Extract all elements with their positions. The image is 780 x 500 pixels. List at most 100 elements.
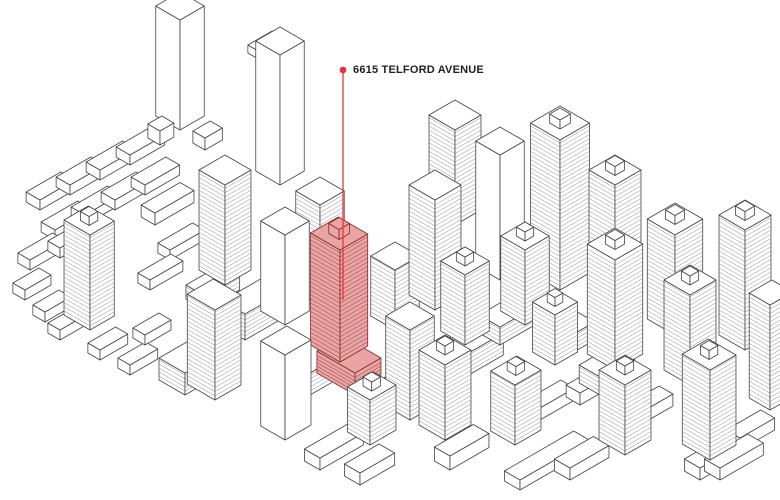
floor-line [514, 408, 542, 425]
floor-line [559, 256, 590, 274]
building-roof [748, 279, 780, 306]
floor-line [409, 338, 435, 353]
floor-line [718, 301, 746, 317]
floor-line [408, 194, 436, 210]
floor-line [532, 326, 556, 340]
floor-line [347, 427, 371, 441]
floor-line [214, 309, 242, 325]
floor-line [530, 201, 561, 219]
floor-line [718, 280, 746, 296]
building-roof [435, 335, 455, 347]
plain-tower [155, 0, 205, 131]
floor-line [559, 260, 590, 278]
floor-line [769, 361, 780, 369]
floor-line [689, 281, 717, 297]
floor-line [385, 359, 411, 374]
floor-line [624, 397, 652, 414]
floor-line [224, 223, 252, 239]
floor-line [614, 286, 643, 303]
floor-line [158, 363, 186, 380]
building-right-face [284, 220, 310, 326]
floor-line [63, 251, 91, 268]
low-rise-block [12, 267, 52, 301]
floor-line [530, 209, 561, 228]
floor-line [647, 222, 676, 239]
floor-line [370, 261, 396, 276]
floor-line [89, 286, 115, 301]
floor-line [709, 436, 737, 452]
floor-line [559, 125, 590, 144]
floor-line [744, 250, 772, 267]
rooftop-mechanical [665, 204, 685, 225]
floor-line [663, 332, 691, 348]
floor-line [689, 319, 717, 335]
floor-line [709, 360, 737, 377]
floor-line [647, 230, 676, 247]
floor-line [464, 263, 490, 278]
floor-line [310, 315, 341, 333]
floor-line [339, 240, 368, 258]
building-roof [137, 253, 184, 281]
floor-line [769, 357, 780, 364]
floor-line [89, 223, 115, 238]
floor-line [500, 256, 526, 271]
floor-line [214, 330, 242, 346]
floor-line [674, 243, 703, 260]
floor-line [385, 376, 411, 391]
residential-tower [440, 246, 490, 346]
floor-line [310, 328, 341, 346]
floor-line [63, 247, 91, 263]
floor-line [440, 263, 466, 278]
floor-line [598, 393, 626, 409]
floor-line [718, 255, 746, 271]
floor-line [559, 230, 590, 249]
floor-line [440, 280, 466, 295]
floor-line [709, 386, 737, 402]
floor-line [559, 155, 590, 173]
floor-line [624, 389, 652, 405]
floor-line [500, 243, 526, 258]
building-roof [140, 182, 195, 214]
floor-line [500, 294, 526, 309]
floor-line [418, 387, 446, 403]
floor-line [408, 202, 436, 218]
floor-line [444, 382, 472, 399]
floor-line [347, 423, 371, 437]
building-roof [680, 265, 700, 277]
building-roof [192, 120, 223, 139]
callout-label: 6615 TELFORD AVENUE [353, 64, 484, 76]
floor-line [385, 372, 411, 387]
floor-line [408, 273, 436, 290]
floor-line [339, 266, 368, 283]
highlighted-tower [310, 216, 382, 396]
floor-line [224, 177, 252, 193]
building-roof [87, 326, 129, 351]
floor-line [408, 278, 436, 294]
floor-line [444, 408, 472, 424]
floor-line [434, 194, 462, 210]
floor-line [532, 343, 556, 357]
floor-line [769, 332, 780, 339]
floor-line [310, 302, 341, 321]
floor-line [89, 227, 115, 242]
floor-line [434, 236, 462, 252]
building-right-face [284, 339, 312, 441]
floor-line [214, 368, 242, 384]
building-roof [295, 176, 345, 206]
floor-line [689, 332, 717, 348]
floor-line [674, 251, 703, 268]
floor-line [709, 440, 737, 456]
floor-line [718, 246, 746, 262]
floor-line [674, 230, 703, 247]
floor-line [559, 184, 590, 202]
floor-line [647, 239, 676, 256]
floor-line [310, 269, 341, 287]
floor-line [682, 397, 711, 414]
floor-line [408, 261, 436, 277]
floor-line [769, 303, 780, 310]
floor-line [339, 333, 368, 350]
floor-line [769, 307, 780, 314]
floor-line [428, 146, 456, 163]
building-left-face [418, 349, 446, 441]
